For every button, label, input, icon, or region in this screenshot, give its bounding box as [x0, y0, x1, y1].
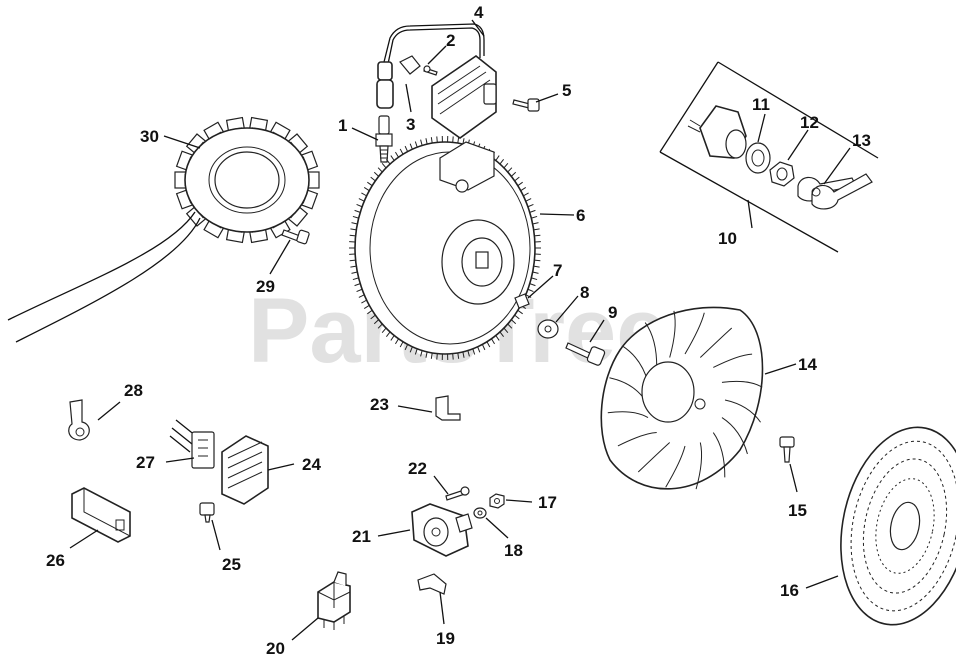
- callout-27[interactable]: 27: [136, 453, 155, 472]
- callouts: 1 2 3 4 5 6 7 8 9 10 11 12 13 14 15 16 1…: [46, 3, 871, 658]
- callout-28[interactable]: 28: [124, 381, 143, 400]
- callout-13[interactable]: 13: [852, 131, 871, 150]
- callout-5[interactable]: 5: [562, 81, 571, 100]
- callout-11[interactable]: 11: [752, 95, 770, 114]
- callout-15[interactable]: 15: [788, 501, 807, 520]
- callout-12[interactable]: 12: [800, 113, 819, 132]
- callout-2[interactable]: 2: [446, 31, 455, 50]
- callout-6[interactable]: 6: [576, 206, 585, 225]
- leader-lines: [69, 19, 851, 641]
- callout-3[interactable]: 3: [406, 115, 415, 134]
- callout-18[interactable]: 18: [504, 541, 523, 560]
- part-24-regulator[interactable]: [221, 435, 269, 505]
- part-18-washer[interactable]: [473, 507, 487, 519]
- callout-7[interactable]: 7: [553, 261, 562, 280]
- part-1-spark-plug[interactable]: [375, 115, 393, 163]
- callout-29[interactable]: 29: [256, 277, 275, 296]
- part-11-lock-washer[interactable]: [745, 142, 771, 174]
- callout-10[interactable]: 10: [718, 229, 737, 248]
- callout-8[interactable]: 8: [580, 283, 589, 302]
- callout-21[interactable]: 21: [352, 527, 371, 546]
- part-26-terminal[interactable]: [71, 487, 131, 543]
- callout-14[interactable]: 14: [798, 355, 817, 374]
- part-30-stator[interactable]: [7, 116, 320, 343]
- part-25-screw[interactable]: [199, 502, 215, 523]
- part-27-connector[interactable]: [169, 419, 215, 469]
- part-14-blower-fan[interactable]: [600, 306, 764, 490]
- part-9-bolt[interactable]: [565, 342, 606, 366]
- part-16-screen[interactable]: [824, 415, 956, 636]
- callout-23[interactable]: 23: [370, 395, 389, 414]
- part-23-bracket[interactable]: [435, 395, 461, 421]
- part-10-key-switch[interactable]: [687, 105, 747, 159]
- callout-4[interactable]: 4: [474, 3, 484, 22]
- callout-22[interactable]: 22: [408, 459, 427, 478]
- part-2-clip[interactable]: [399, 55, 421, 75]
- part-21-solenoid[interactable]: [411, 503, 473, 557]
- callout-26[interactable]: 26: [46, 551, 65, 570]
- part-10-key-switch-group[interactable]: [659, 61, 879, 253]
- callout-19[interactable]: 19: [436, 629, 455, 648]
- part-2-screw[interactable]: [423, 65, 438, 76]
- callout-17[interactable]: 17: [538, 493, 557, 512]
- callout-20[interactable]: 20: [266, 639, 285, 658]
- callout-24[interactable]: 24: [302, 455, 321, 474]
- part-22-screw[interactable]: [445, 486, 470, 501]
- part-7-key[interactable]: [514, 293, 530, 309]
- callout-16[interactable]: 16: [780, 581, 799, 600]
- part-20-relay[interactable]: [317, 571, 351, 630]
- part-8-washer[interactable]: [537, 319, 559, 339]
- callout-30[interactable]: 30: [140, 127, 159, 146]
- part-15-screw[interactable]: [779, 436, 795, 463]
- callout-9[interactable]: 9: [608, 303, 617, 322]
- part-4-ignition-module[interactable]: [376, 23, 497, 139]
- part-13-keys[interactable]: [797, 173, 873, 210]
- callout-1[interactable]: 1: [338, 116, 347, 135]
- part-12-nut[interactable]: [769, 161, 795, 187]
- callout-25[interactable]: 25: [222, 555, 241, 574]
- part-17-nut[interactable]: [489, 493, 505, 509]
- part-19-clip[interactable]: [417, 573, 447, 595]
- part-28-clamp[interactable]: [68, 399, 90, 441]
- part-6-flywheel[interactable]: [349, 136, 541, 360]
- part-29-bolt[interactable]: [281, 229, 310, 245]
- part-5-screw[interactable]: [512, 98, 540, 112]
